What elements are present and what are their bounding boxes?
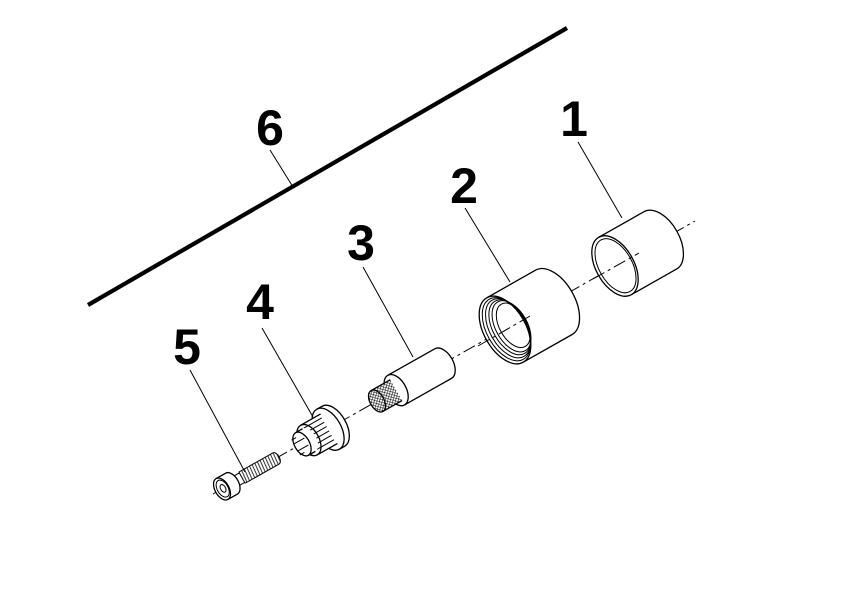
leader-line-2 — [464, 207, 511, 283]
center-axis-bore-segment — [592, 252, 640, 280]
adapter-front-slot — [291, 437, 309, 456]
mounting-surface-line — [86, 26, 569, 307]
adapter-spline-ribs — [303, 417, 335, 451]
screw-thread-texture — [238, 452, 281, 484]
callout-label-6: 6 — [256, 100, 284, 156]
center-axis-bore-segment — [477, 315, 531, 347]
callout-label-5: 5 — [173, 319, 201, 375]
leader-line-5 — [189, 369, 246, 473]
adapter-flange — [316, 404, 350, 450]
leader-line-4 — [261, 327, 314, 418]
callout-label-4: 4 — [246, 274, 274, 330]
part-outer-sleeve — [591, 209, 685, 297]
leader-line-1 — [577, 141, 623, 219]
screw-head-chamfer — [215, 479, 230, 498]
callout-label-2: 2 — [450, 158, 478, 214]
part-stem-extension — [367, 347, 456, 413]
callout-label-1: 1 — [560, 91, 588, 147]
leader-line-6 — [269, 149, 294, 188]
leader-line-3 — [362, 266, 414, 358]
part-socket-head-screw — [212, 452, 281, 501]
part-splined-adapter — [291, 404, 350, 457]
callout-label-3: 3 — [347, 215, 375, 271]
screw-socket — [219, 484, 227, 493]
